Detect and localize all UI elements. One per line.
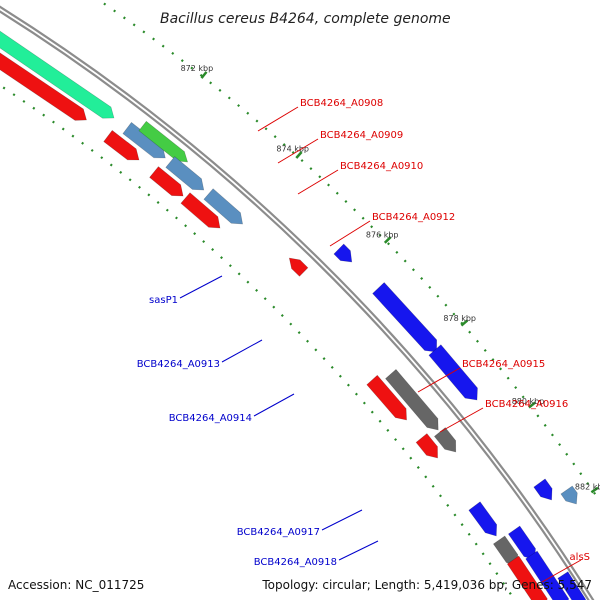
gene-arrow [557,571,586,600]
gene-arrow [372,282,438,353]
gene-label: BCB4264_A0915 [462,359,545,370]
gene-arrow [533,478,553,501]
label-leader-line [253,393,295,417]
gene-label: BCB4264_A0914 [169,413,252,424]
gene-features [0,30,586,600]
gene-arrow [468,501,498,537]
gene-label: BCB4264_A0916 [485,399,568,410]
gene-label: BCB4264_A0913 [137,359,220,370]
scale-tick [528,401,536,409]
genome-summary-text: Topology: circular; Length: 5,419,036 bp… [262,578,592,592]
label-leader-line [321,509,363,531]
gene-label: BCB4264_A0917 [237,527,320,538]
scale-ticks: 872 kbp 874 kbp 876 kbp 878 kbp 880 kbp 882 k… [181,64,600,494]
tick-label: 880 kbp [512,397,545,406]
gene-arrow [180,192,221,229]
gene-arrow [525,550,569,600]
gene-arrow [165,156,205,191]
gene-label: alsS [570,552,590,563]
gene-arrow [433,427,457,453]
label-leader-line [221,339,263,363]
label-leader-line [277,138,319,164]
genome-title: Bacillus cereus B4264, complete genome [160,11,451,27]
gene-arrow [0,30,115,119]
label-leader-line [329,220,371,247]
gene-label: sasP1 [149,295,178,306]
gene-arrow [506,555,548,600]
label-leader-line [417,367,461,393]
label-leader-line [541,559,582,583]
label-leader-line [297,169,339,195]
tick-label: 874 kbp [276,145,309,154]
label-leader-line [338,540,379,561]
gene-labels: BCB4264_A0908BCB4264_A0909BCB4264_A0910B… [137,98,590,583]
gene-label: BCB4264_A0918 [254,557,337,568]
label-leader-line [439,407,484,433]
gene-arrow [138,120,189,163]
gene-arrow [333,243,353,263]
gene-arrow [203,188,243,225]
tick-label: 872 kbp [181,64,214,73]
gene-arrow [385,368,439,431]
gene-label: BCB4264_A0910 [340,161,423,172]
label-leader-line [179,275,223,299]
gene-arrow [149,166,184,197]
tick-label: 876 kbp [366,230,399,239]
gene-arrow [560,485,578,505]
gene-arrow [288,257,309,277]
scale-tick [383,236,392,244]
scale-tick [590,486,599,494]
gene-arrow [366,374,407,421]
scale-tick [460,319,469,327]
gene-arrow [0,52,87,121]
scale-tick [295,151,303,159]
gene-arrow [415,433,438,459]
scale-tick [200,71,208,79]
label-leader-line [257,106,299,132]
tick-label: 882 kbp [575,483,600,492]
accession-text: Accession: NC_011725 [8,578,145,592]
gene-arrow [103,129,140,161]
gene-label: BCB4264_A0908 [300,98,383,109]
tick-label: 878 kbp [443,314,476,323]
gene-label: BCB4264_A0909 [320,130,403,141]
gene-label: BCB4264_A0912 [372,212,455,223]
